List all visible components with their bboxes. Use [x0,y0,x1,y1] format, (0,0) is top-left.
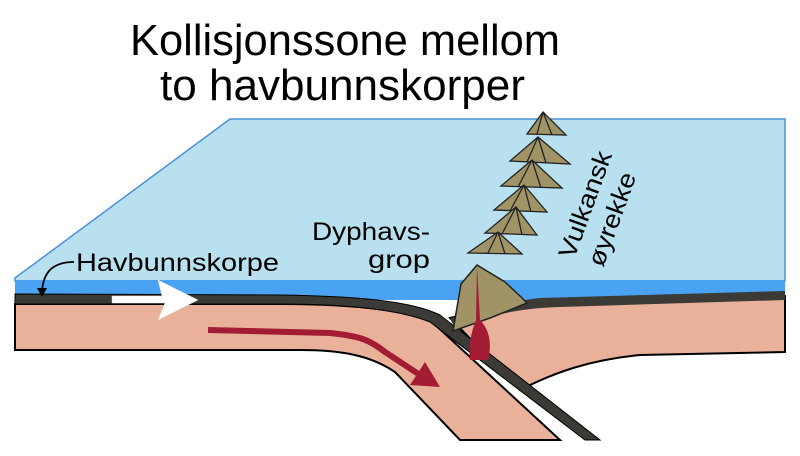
overriding-plate-crust [450,291,785,328]
magma-conduit [469,266,490,360]
plate-motion-arrow [111,279,199,321]
volcano-5 [483,206,539,236]
subduction-arrowhead [410,362,440,387]
volcano-4 [492,184,549,213]
volcano-2 [508,136,572,165]
pointer-arrowhead [37,288,47,297]
subduction-arrow [207,327,422,378]
pointer-arrow [41,261,75,293]
volcano-3 [499,159,564,189]
title-line-2: to havbunnskorper [160,61,525,110]
volcano-6 [465,231,524,255]
label-trench-line-1: Dyphavs- [312,218,430,246]
volcano-1 [525,111,568,136]
volcano-chain [465,111,572,255]
label-oceanic-crust: Havbunnskorpe [76,249,279,277]
title-line-1: Kollisjonssone mellom [130,16,560,65]
island-volcano [452,264,529,333]
label-trench-line-2: grop [368,246,430,274]
